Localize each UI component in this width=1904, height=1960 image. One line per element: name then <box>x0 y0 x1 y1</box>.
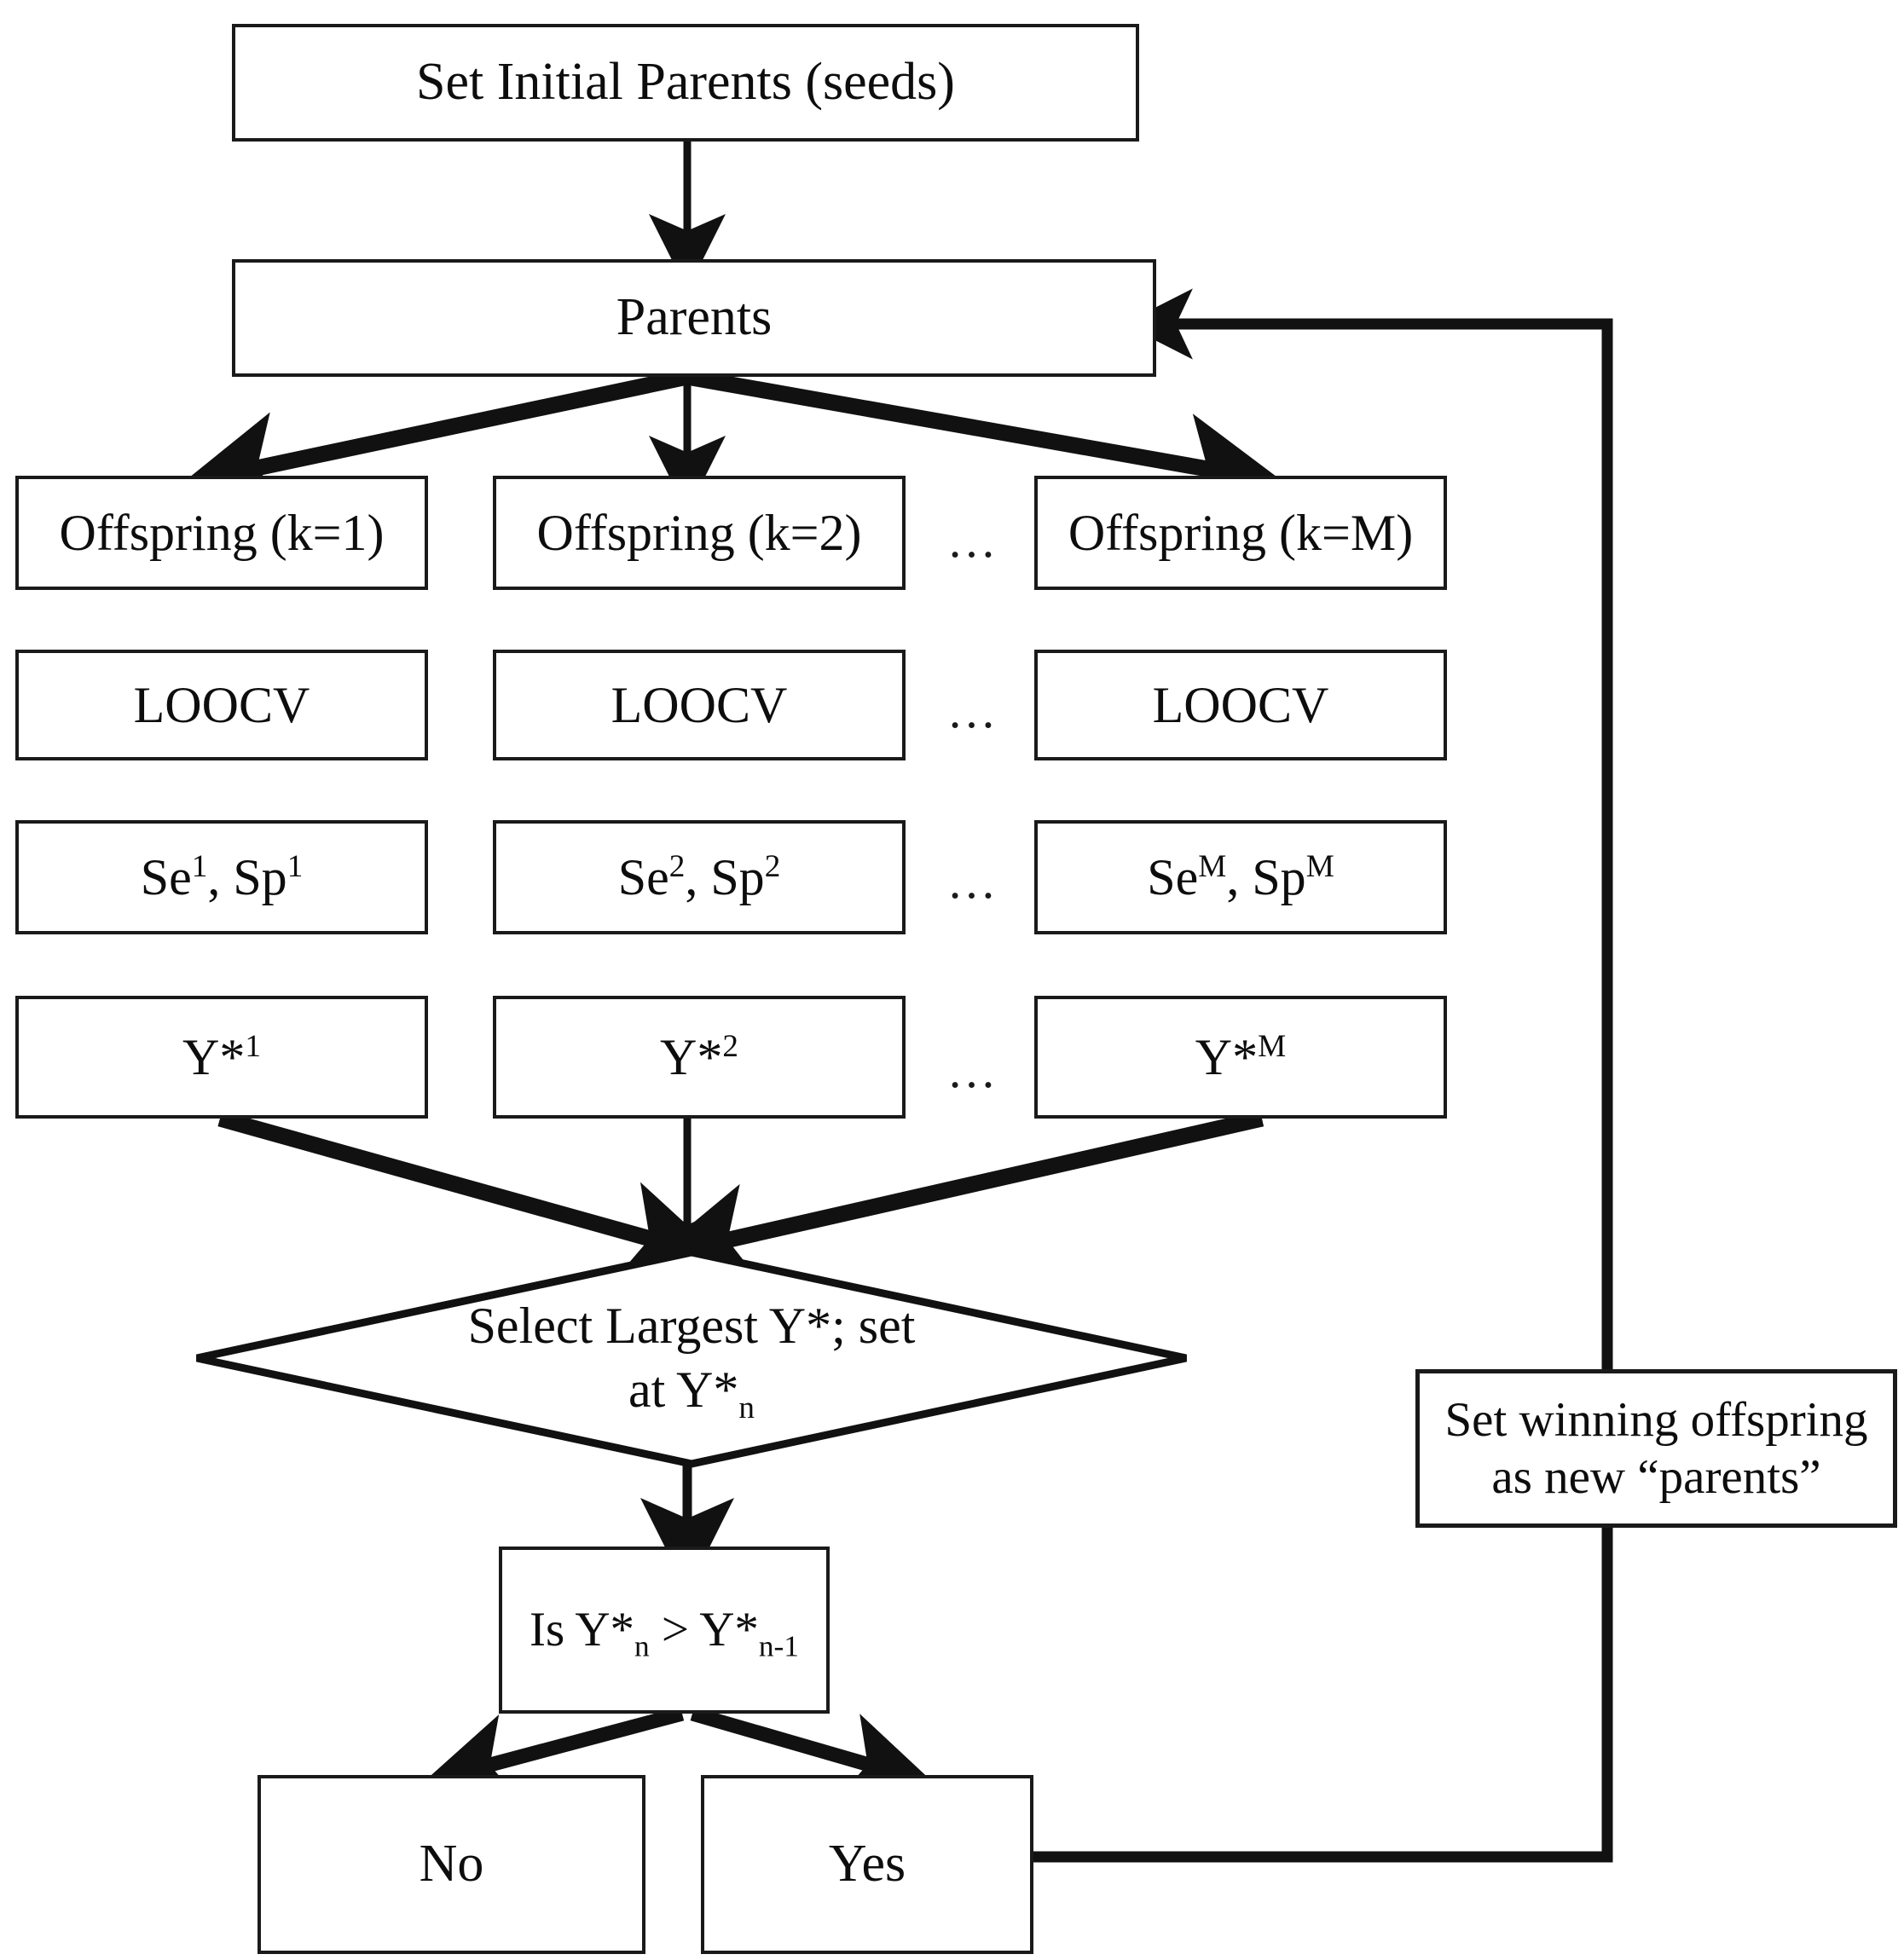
node-loocv-k2[interactable]: LOOCV <box>493 650 906 760</box>
node-decision-is-ystar-improved[interactable]: Is Y*n > Y*n-1 <box>499 1547 830 1714</box>
node-parents[interactable]: Parents <box>232 259 1156 377</box>
edge-decision-to-yes <box>690 1706 935 1803</box>
node-ystar-k2[interactable]: Y*2 <box>493 996 906 1119</box>
superscript: 2 <box>764 848 781 884</box>
node-label: Offspring (k=1) <box>59 504 385 561</box>
node-label: Y*M <box>1195 1028 1287 1085</box>
edge-ystarm-to-diamond <box>651 1110 1265 1286</box>
superscript: M <box>1198 848 1227 884</box>
node-offspring-k2[interactable]: Offspring (k=2) <box>493 476 906 590</box>
node-loocv-k1[interactable]: LOOCV <box>15 650 428 760</box>
ellipsis-offspring-row: … <box>946 512 999 568</box>
node-label: SeM, SpM <box>1147 848 1334 905</box>
edge-decision-to-no <box>422 1706 685 1805</box>
node-ystar-km[interactable]: Y*M <box>1034 996 1447 1119</box>
node-ystar-k1[interactable]: Y*1 <box>15 996 428 1119</box>
superscript: 2 <box>722 1028 738 1064</box>
ellipsis-loocv-row: … <box>946 683 999 738</box>
node-label: Is Y*n > Y*n-1 <box>530 1603 799 1663</box>
node-label: LOOCV <box>133 676 310 733</box>
node-sensitivity-specificity-km[interactable]: SeM, SpM <box>1034 820 1447 934</box>
node-answer-yes[interactable]: Yes <box>701 1775 1033 1954</box>
node-sensitivity-specificity-k2[interactable]: Se2, Sp2 <box>493 820 906 934</box>
node-answer-no[interactable]: No <box>258 1775 645 1954</box>
node-label: LOOCV <box>611 676 788 733</box>
node-label: Se2, Sp2 <box>617 848 781 905</box>
superscript: M <box>1258 1028 1287 1064</box>
subscript: n <box>634 1629 650 1663</box>
subscript: n-1 <box>758 1629 799 1663</box>
ellipsis-ystar-row: … <box>946 1043 999 1098</box>
superscript: 1 <box>245 1028 261 1064</box>
node-offspring-km[interactable]: Offspring (k=M) <box>1034 476 1447 590</box>
node-label: Y*1 <box>182 1028 261 1085</box>
superscript: 1 <box>286 848 304 884</box>
node-label: Offspring (k=M) <box>1068 504 1414 561</box>
edge-ystar1-to-diamond <box>217 1110 725 1282</box>
node-set-winning-offspring-as-parents[interactable]: Set winning offspring as new “parents” <box>1415 1369 1897 1528</box>
node-label: Se1, Sp1 <box>140 848 304 905</box>
node-label: Offspring (k=2) <box>536 504 862 561</box>
node-set-initial-parents[interactable]: Set Initial Parents (seeds) <box>232 24 1139 142</box>
node-label: Set winning offspring as new “parents” <box>1444 1392 1868 1504</box>
node-label: Yes <box>828 1835 906 1894</box>
edge-parents-to-offspring-m <box>686 368 1285 516</box>
node-label: LOOCV <box>1152 676 1329 733</box>
superscript: 1 <box>191 848 208 884</box>
node-label: Parents <box>616 288 773 347</box>
node-label: Set Initial Parents (seeds) <box>416 53 955 112</box>
node-loocv-km[interactable]: LOOCV <box>1034 650 1447 760</box>
superscript: 2 <box>668 848 686 884</box>
superscript: M <box>1305 848 1334 884</box>
node-label: No <box>419 1835 484 1894</box>
node-sensitivity-specificity-k1[interactable]: Se1, Sp1 <box>15 820 428 934</box>
node-select-largest-ystar[interactable]: Select Largest Y*; set at Y*n <box>192 1248 1191 1468</box>
node-label: Y*2 <box>660 1028 738 1085</box>
ellipsis-sesp-row: … <box>946 853 999 909</box>
node-offspring-k1[interactable]: Offspring (k=1) <box>15 476 428 590</box>
edge-parents-to-offspring-1 <box>181 368 689 514</box>
